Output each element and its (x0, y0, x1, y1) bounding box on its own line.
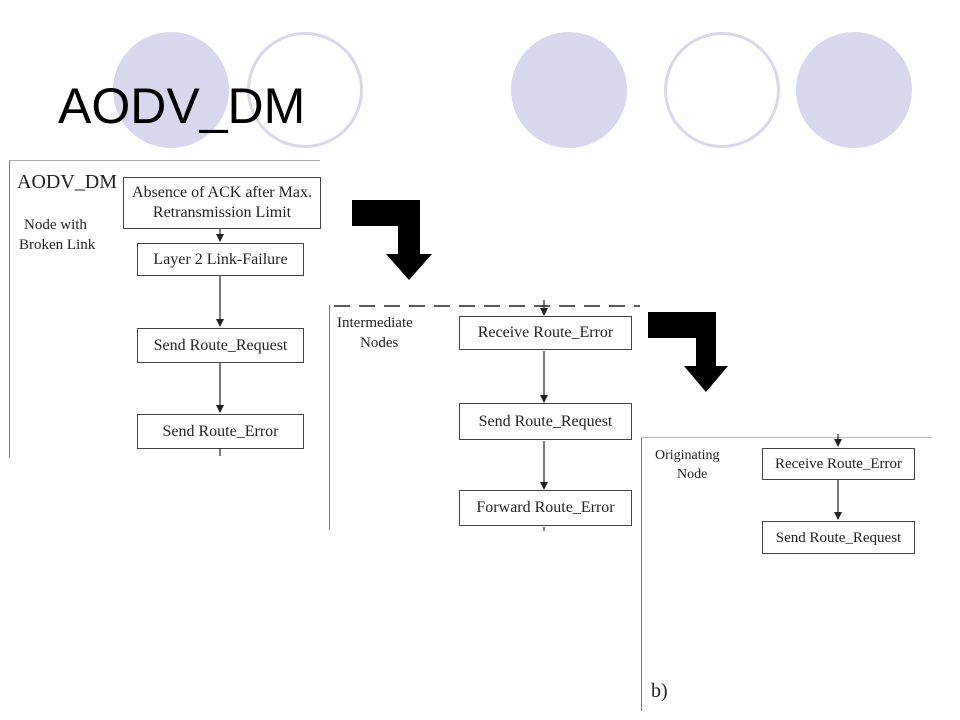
box-send-route-request-3: Send Route_Request (762, 521, 915, 554)
slide-title: AODV_DM (58, 78, 306, 134)
panel-1-title: AODV_DM (17, 171, 117, 193)
box-send-route-request-1: Send Route_Request (137, 328, 304, 363)
panel-2-label-line1: Intermediate (337, 315, 413, 331)
panel-1-label-line1: Node with (24, 217, 87, 233)
decor-circle-2 (247, 32, 363, 148)
decor-circle-1 (113, 32, 229, 148)
box-layer2-link-failure: Layer 2 Link-Failure (137, 243, 304, 276)
box-absence-line1: Absence of ACK after Max. (132, 184, 312, 201)
box-recv-rerr-1-label: Receive Route_Error (477, 324, 614, 341)
panel-2-label-line2: Nodes (360, 335, 399, 351)
figure-label: b) (651, 680, 668, 702)
panel-1-label-line2: Broken Link (19, 237, 96, 253)
decor-circle-5 (796, 32, 912, 148)
box-send-rreq-2-label: Send Route_Request (478, 412, 613, 430)
box-recv-rerr-2-label: Receive Route_Error (774, 456, 903, 472)
panel-3-label-line2: Node (677, 467, 708, 482)
box-receive-route-error-1: Receive Route_Error (459, 316, 632, 350)
panel-node-broken-link: AODV_DM Node with Broken Link Absence of… (9, 160, 321, 458)
panel-originating-node: Originating Node Receive Route_Error Sen… (641, 437, 932, 711)
box-fwd-rerr-label: Forward Route_Error (476, 499, 615, 516)
big-arrow-1 (352, 200, 432, 280)
big-arrow-2 (648, 312, 728, 392)
box-send-rreq-3-label: Send Route_Request (775, 529, 902, 546)
box-send-rerr-label: Send Route_Error (162, 422, 279, 440)
box-absence-of-ack: Absence of ACK after Max. Retransmission… (123, 177, 321, 229)
panel-3-label-line1: Originating (655, 448, 720, 463)
box-receive-route-error-2: Receive Route_Error (762, 448, 915, 480)
box-layer2-label: Layer 2 Link-Failure (153, 250, 288, 268)
panel-intermediate-nodes: Intermediate Nodes Receive Route_Error S… (329, 305, 640, 530)
box-absence-line2: Retransmission Limit (152, 204, 292, 221)
box-send-rreq-1-label: Send Route_Request (153, 336, 288, 354)
box-forward-route-error: Forward Route_Error (459, 490, 632, 526)
decor-circle-4 (664, 32, 780, 148)
decor-circle-3 (511, 32, 627, 148)
box-send-route-request-2: Send Route_Request (459, 403, 632, 440)
